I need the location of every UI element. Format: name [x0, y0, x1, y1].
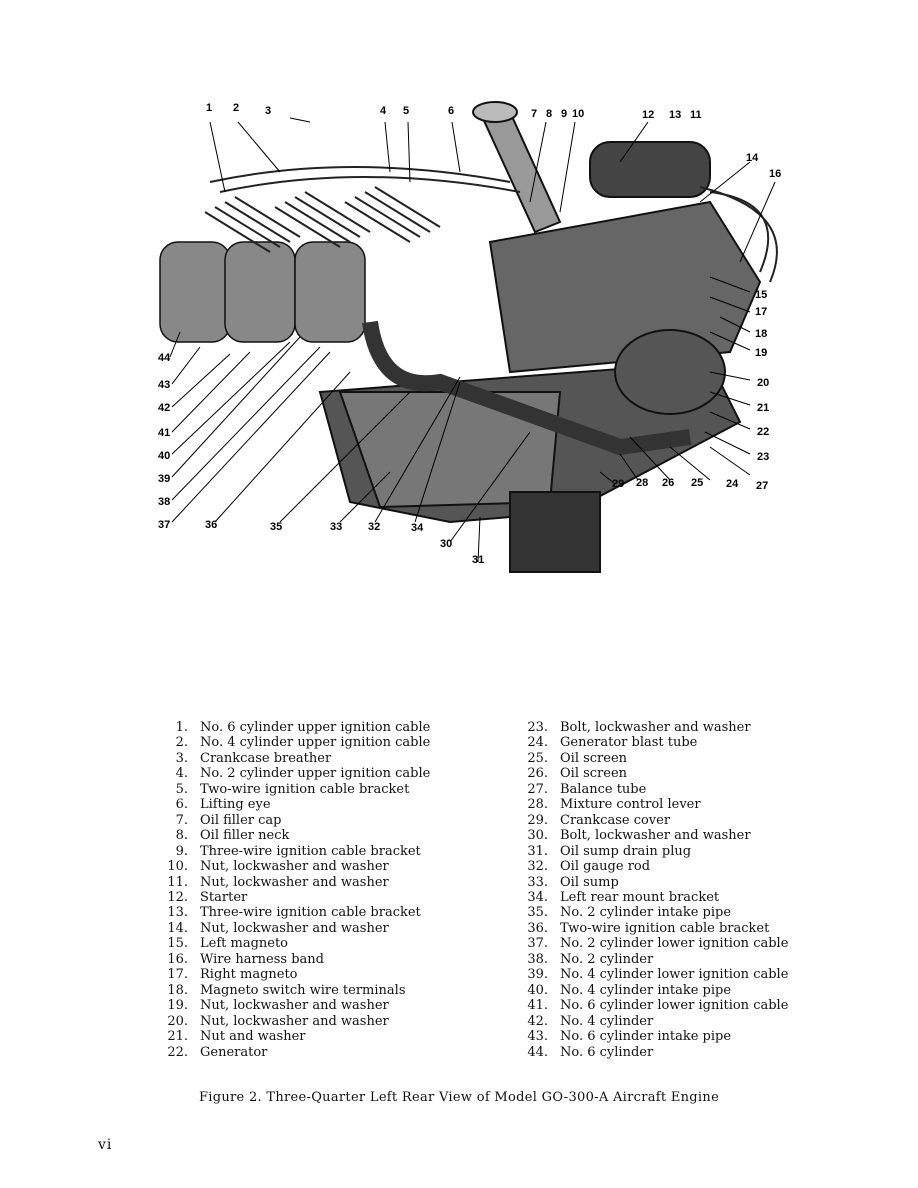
- callout-label: 28: [636, 477, 649, 489]
- callout-label: 41: [158, 427, 171, 439]
- legend-item: 11.Nut, lockwasher and washer: [167, 874, 389, 890]
- legend-item: 2.No. 4 cylinder upper ignition cable: [175, 735, 431, 751]
- engine-drawing: [159, 101, 778, 573]
- engine-illustration: [150, 92, 810, 592]
- callout-label: 6: [448, 105, 455, 117]
- callout-label: 20: [757, 377, 770, 389]
- legend-item: 36.Two-wire ignition cable bracket: [527, 920, 770, 936]
- callout-label: 44: [158, 352, 171, 364]
- legend-item: 26.Oil screen: [527, 766, 628, 782]
- callout-label: 3: [265, 105, 272, 117]
- callout-label: 32: [368, 521, 381, 533]
- callout-label: 8: [546, 108, 553, 120]
- legend-item: 7.Oil filler cap: [175, 812, 282, 828]
- callout-label: 39: [158, 473, 171, 485]
- legend-item: 28.Mixture control lever: [527, 797, 701, 813]
- callout-label: 18: [755, 328, 768, 340]
- legend-item: 15.Left magneto: [167, 936, 289, 952]
- callout-label: 30: [440, 538, 453, 550]
- callout-label: 38: [158, 496, 171, 508]
- legend-item: 8.Oil filler neck: [175, 828, 290, 844]
- legend-item: 13.Three-wire ignition cable bracket: [167, 905, 421, 921]
- callout-label: 24: [726, 478, 739, 490]
- legend-item: 39.No. 4 cylinder lower ignition cable: [527, 967, 789, 983]
- parts-legend-left: 1.No. 6 cylinder upper ignition cable 2.…: [152, 720, 482, 1060]
- legend-item: 3.Crankcase breather: [175, 750, 332, 766]
- legend-item: 9.Three-wire ignition cable bracket: [175, 843, 421, 859]
- callout-label: 10: [572, 108, 585, 120]
- callout-label: 31: [472, 554, 485, 566]
- callout-label: 5: [403, 105, 410, 117]
- callout-label: 2: [233, 102, 240, 114]
- callout-label: 1: [206, 102, 213, 114]
- callout-label: 40: [158, 450, 171, 462]
- legend-item: 30.Bolt, lockwasher and washer: [527, 828, 751, 844]
- callout-label: 11: [690, 109, 702, 121]
- parts-legend-right: 23.Bolt, lockwasher and washer 24.Genera…: [512, 720, 812, 1060]
- legend-item: 10.Nut, lockwasher and washer: [167, 859, 389, 875]
- callout-label: 23: [757, 451, 770, 463]
- callout-label: 22: [757, 426, 770, 438]
- legend-item: 14.Nut, lockwasher and washer: [167, 920, 389, 936]
- legend-item: 44.No. 6 cylinder: [527, 1044, 654, 1060]
- legend-item: 32.Oil gauge rod: [527, 859, 651, 875]
- callout-label: 12: [642, 109, 655, 121]
- figure-caption: Figure 2. Three-Quarter Left Rear View o…: [198, 1090, 720, 1105]
- callout-label: 15: [755, 289, 768, 301]
- callout-label: 17: [755, 306, 768, 318]
- legend-item: 5.Two-wire ignition cable bracket: [175, 781, 410, 797]
- callout-label: 16: [769, 168, 782, 180]
- legend-item: 27.Balance tube: [527, 781, 647, 797]
- callout-label: 25: [691, 477, 704, 489]
- callout-label: 34: [411, 522, 424, 534]
- legend-item: 37.No. 2 cylinder lower ignition cable: [527, 936, 789, 952]
- callout-label: 21: [757, 402, 770, 414]
- legend-item: 18.Magneto switch wire terminals: [167, 982, 406, 998]
- legend-item: 4.No. 2 cylinder upper ignition cable: [175, 766, 431, 782]
- callout-label: 13: [669, 109, 682, 121]
- legend-item: 6.Lifting eye: [175, 797, 271, 813]
- legend-item: 38.No. 2 cylinder: [527, 951, 654, 967]
- callout-label: 9: [561, 108, 568, 120]
- callout-label: 35: [270, 521, 283, 533]
- legend-item: 24.Generator blast tube: [527, 735, 698, 751]
- legend-item: 20.Nut, lockwasher and washer: [167, 1013, 389, 1029]
- callout-label: 37: [158, 519, 171, 531]
- legend-item: 43.No. 6 cylinder intake pipe: [527, 1029, 732, 1045]
- legend-item: 29.Crankcase cover: [527, 812, 671, 828]
- legend-item: 33.Oil sump: [527, 874, 619, 890]
- legend-item: 25.Oil screen: [527, 750, 628, 766]
- callout-label: 33: [330, 521, 343, 533]
- legend-item: 19.Nut, lockwasher and washer: [167, 998, 389, 1014]
- legend-item: 21.Nut and washer: [167, 1029, 306, 1045]
- callout-label: 14: [746, 152, 759, 164]
- legend-item: 17.Right magneto: [167, 967, 298, 983]
- page-number: vi: [98, 1137, 113, 1153]
- callout-label: 7: [531, 108, 538, 120]
- callout-label: 26: [662, 477, 675, 489]
- callout-label: 4: [380, 105, 387, 117]
- callout-label: 27: [756, 480, 769, 492]
- legend-item: 23.Bolt, lockwasher and washer: [527, 720, 751, 735]
- legend-item: 12.Starter: [167, 889, 248, 905]
- legend-item: 22.Generator: [167, 1044, 268, 1060]
- legend-item: 16.Wire harness band: [167, 951, 324, 967]
- legend-item: 35.No. 2 cylinder intake pipe: [527, 905, 732, 921]
- legend-item: 40.No. 4 cylinder intake pipe: [527, 982, 732, 998]
- callout-label: 19: [755, 347, 768, 359]
- legend-item: 34.Left rear mount bracket: [527, 889, 720, 905]
- callout-label: 42: [158, 402, 171, 414]
- legend-item: 31.Oil sump drain plug: [527, 843, 692, 859]
- callout-label: 29: [612, 478, 625, 490]
- legend-item: 41.No. 6 cylinder lower ignition cable: [527, 998, 789, 1014]
- legend-item: 1.No. 6 cylinder upper ignition cable: [175, 720, 431, 735]
- callout-label: 36: [205, 519, 218, 531]
- legend-item: 42.No. 4 cylinder: [527, 1013, 654, 1029]
- callout-label: 43: [158, 379, 171, 391]
